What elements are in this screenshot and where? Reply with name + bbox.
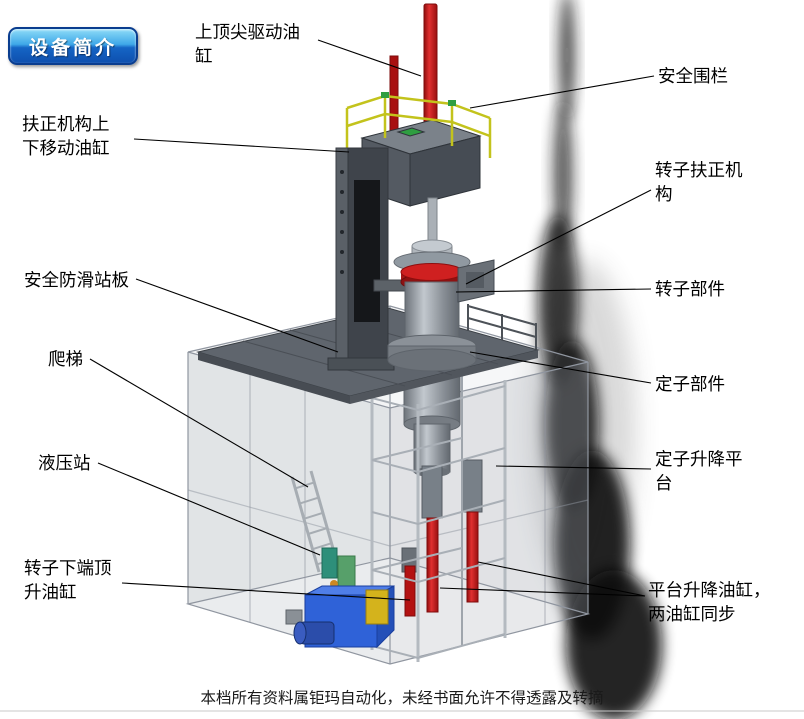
label-rotor-jack-cylinder: 转子下端顶 升油缸 (24, 558, 112, 603)
label-top-tip-cylinder: 上顶尖驱动油 缸 (195, 22, 300, 67)
rotor-assembly-graphic (387, 197, 477, 372)
label-stator-lift-platform: 定子升降平 台 (655, 449, 743, 494)
label-platform-lift-cylinders: 平台升降油缸， 两油缸同步 (648, 580, 771, 625)
label-safety-fence: 安全围栏 (658, 66, 728, 86)
rotor-centering-bracket (457, 259, 495, 303)
railing-fitting (381, 92, 389, 98)
top-safety-railing-graphic (345, 94, 492, 158)
page-title-badge: 设备简介 (8, 27, 138, 65)
label-hydraulic-station: 液压站 (38, 453, 91, 473)
footer-copyright: 本档所有资料属钜玛自动化，未经书面允许不得透露及转摘 (200, 690, 604, 707)
label-rotor-parts: 转子部件 (655, 279, 725, 299)
stator-lift-frame (370, 370, 507, 662)
label-stator-parts: 定子部件 (655, 374, 725, 394)
label-centering-cylinder: 扶正机构上 下移动油缸 (22, 114, 110, 159)
leader-lines (89, 39, 655, 601)
label-rotor-centering: 转子扶正机 构 (655, 160, 743, 205)
label-ladder: 爬梯 (48, 349, 83, 369)
hydraulic-station-graphic (285, 547, 395, 649)
smoke-shadow (532, 0, 662, 719)
label-antislip-plate: 安全防滑站板 (24, 270, 129, 290)
main-column (327, 147, 395, 371)
deck-railing (467, 304, 537, 349)
railing-fitting (448, 100, 456, 106)
platform-lift-cylinders-graphic (421, 459, 483, 613)
